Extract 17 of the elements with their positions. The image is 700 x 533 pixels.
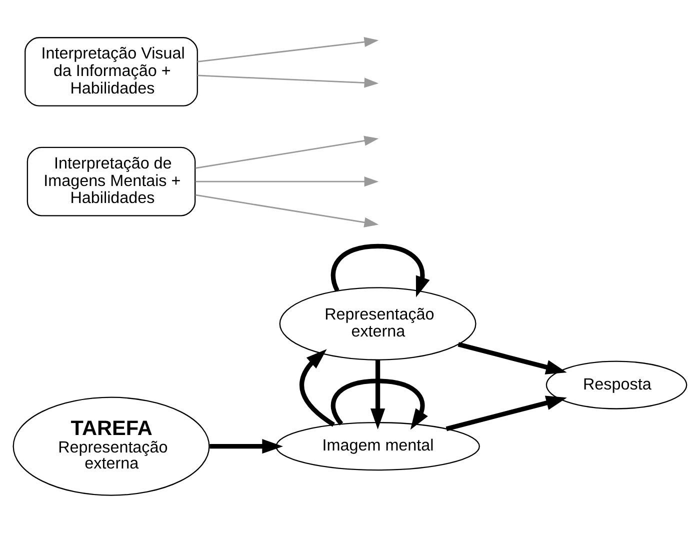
arrow [446,396,567,432]
arrow [195,136,379,169]
arrow [330,244,430,298]
arrow [458,342,567,374]
arrow [197,74,379,88]
arrow [210,439,284,454]
arrow [300,349,336,427]
node-box: Interpretação de Imagens Mentais + Habilidades [26,146,196,216]
node-ellipse: Imagem mental [276,422,480,471]
node-ellipse: Representação externa [279,287,476,360]
arrow [330,378,428,430]
node-box: Interpretação Visual da Informação + Habilidades [24,37,198,106]
node-ellipse: TAREFA Representação externa [12,396,210,496]
arrow [197,36,379,62]
arrow [370,360,386,430]
arrow [195,194,379,228]
arrow [195,176,379,187]
